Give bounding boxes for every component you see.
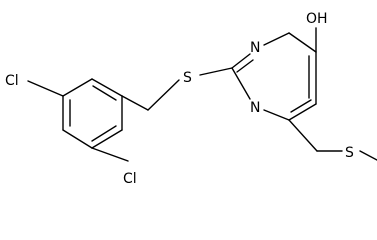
pyrimidine-ring xyxy=(231,27,317,121)
bond-c2-n1 xyxy=(231,67,251,100)
atom-thioether-s: S xyxy=(183,70,192,86)
benzyl-thioether xyxy=(121,67,233,111)
bond-ar6-ar1-inner xyxy=(92,85,117,101)
bond-s-ch3 xyxy=(359,150,377,161)
bond-c4-c5-top xyxy=(288,32,317,53)
atom-ring-n-top: N xyxy=(250,40,260,56)
bond-ar6-ar1 xyxy=(91,78,123,97)
atom-ring-n-bottom: N xyxy=(250,100,260,116)
bond-n3-c2-double xyxy=(236,59,254,73)
bond-ar2-ar3 xyxy=(91,129,123,149)
bond-c6-c5-double xyxy=(290,99,312,113)
atom-chloro-top: Cl xyxy=(5,73,19,89)
atom-chloro-bottom: Cl xyxy=(123,171,137,187)
bond-ar3-ar4 xyxy=(62,129,93,149)
atom-hydroxyl: OH xyxy=(306,11,328,27)
bond-ar3-cl xyxy=(91,147,129,162)
bond-c6-ch2 xyxy=(288,119,318,152)
bond-c4-n3 xyxy=(263,32,290,46)
methylthiomethyl-group xyxy=(288,119,377,161)
bond-ar5-ar6 xyxy=(62,78,93,97)
atom-labels: OH N N S S Cl Cl xyxy=(5,11,354,187)
atom-methylthio-s: S xyxy=(345,145,354,161)
bond-c2-s xyxy=(199,67,233,76)
bond-ar5-cl xyxy=(27,80,64,97)
bond-ch2-ring xyxy=(121,95,149,111)
bond-n1-c6 xyxy=(263,109,290,121)
bond-s-ch2 xyxy=(147,79,180,111)
dichlorophenyl-ring xyxy=(27,78,129,162)
bond-ar2-ar3-inner xyxy=(91,125,117,142)
molecule-structure-diagram: OH N N S S Cl Cl xyxy=(5,11,377,187)
bond-n3-c2 xyxy=(231,53,251,69)
bond-c6-c5 xyxy=(288,103,317,121)
